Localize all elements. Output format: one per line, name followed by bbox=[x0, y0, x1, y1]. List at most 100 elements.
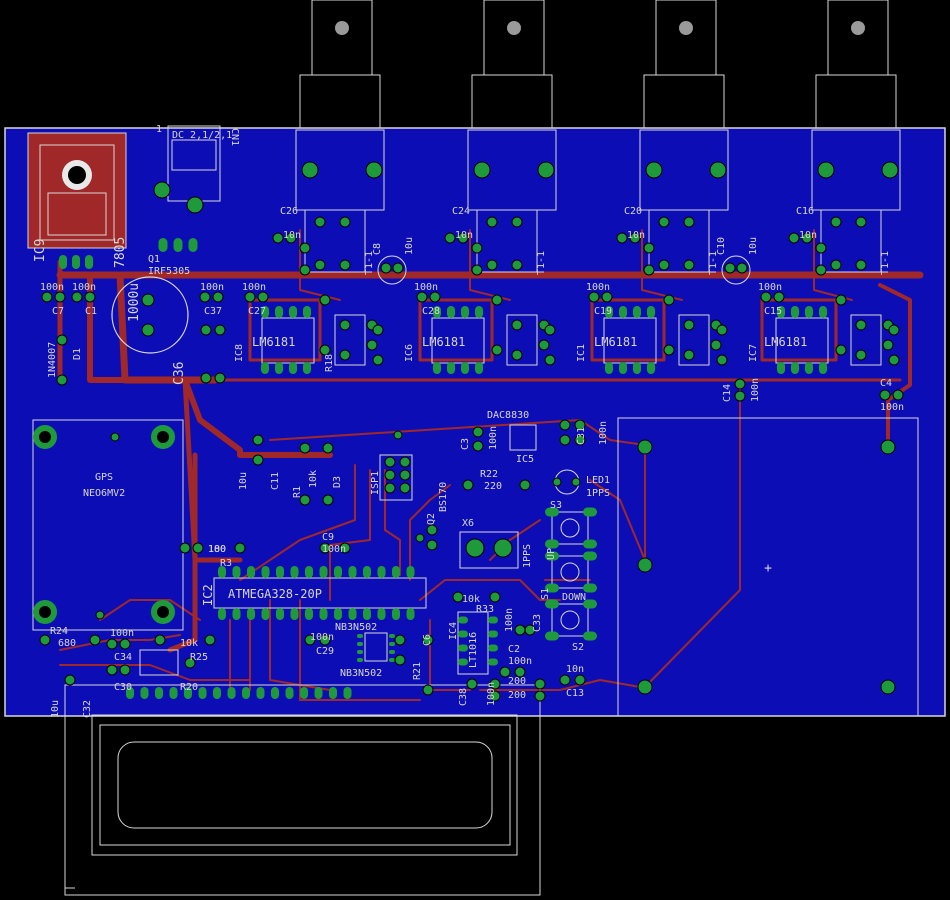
pcb-pad bbox=[56, 374, 68, 386]
label-r3v: 180 bbox=[208, 544, 226, 555]
pcb-pad bbox=[89, 634, 101, 646]
pcb-pad bbox=[643, 242, 655, 254]
pcb-pad bbox=[583, 539, 597, 549]
label-c28: C28 bbox=[422, 306, 440, 317]
pcb-pad bbox=[458, 616, 468, 624]
label-c3: C3 bbox=[460, 438, 471, 450]
pcb-pad bbox=[583, 631, 597, 641]
label-c6: C6 bbox=[422, 634, 433, 646]
pcb-pad bbox=[72, 255, 80, 269]
pcb-pad bbox=[805, 362, 813, 374]
pcb-pad bbox=[471, 242, 483, 254]
label-ic1: IC1 bbox=[576, 344, 587, 362]
pcb-pad bbox=[303, 306, 311, 318]
label-c27: C27 bbox=[248, 306, 266, 317]
label-c7: C7 bbox=[52, 306, 64, 317]
label-c13: C13 bbox=[566, 688, 584, 699]
label-up: UP bbox=[546, 548, 557, 560]
pcb-pad bbox=[835, 344, 847, 356]
pcb-pad bbox=[399, 482, 411, 494]
label-bs170: BS170 bbox=[438, 482, 449, 512]
label-c33: C33 bbox=[532, 614, 543, 632]
pcb-pad bbox=[545, 539, 559, 549]
pcb-pad bbox=[855, 259, 867, 271]
label-r33v: 10k bbox=[462, 594, 480, 605]
label-ic2: IC2 bbox=[201, 584, 215, 606]
pcb-pad bbox=[257, 291, 269, 303]
pcb-pad bbox=[791, 306, 799, 318]
pcb-pad bbox=[242, 687, 250, 699]
pcb-pad bbox=[559, 419, 571, 431]
pcb-pad bbox=[275, 306, 283, 318]
label-down: DOWN bbox=[562, 592, 586, 603]
op-amp-channels bbox=[139, 209, 882, 676]
pcb-pad bbox=[734, 378, 746, 390]
pcb-pad bbox=[252, 454, 264, 466]
pcb-pad bbox=[475, 306, 483, 318]
label-x6: X6 bbox=[462, 518, 474, 529]
label-c33v: 100n bbox=[504, 608, 515, 632]
label-s1: S1 bbox=[540, 588, 551, 600]
label-irf: IRF5305 bbox=[148, 266, 190, 277]
pcb-pad bbox=[314, 259, 326, 271]
label-d1v: 1N4007 bbox=[47, 342, 58, 378]
label-q1: Q1 bbox=[148, 254, 160, 265]
pcb-pad bbox=[389, 634, 395, 638]
pcb-pad bbox=[892, 389, 904, 401]
pcb-pad bbox=[472, 440, 484, 452]
label-lm2: LM6181 bbox=[422, 335, 465, 349]
pcb-pad bbox=[247, 608, 255, 620]
label-c14v: 100n bbox=[750, 378, 761, 402]
pcb-pad bbox=[198, 687, 207, 699]
pcb-pad bbox=[489, 690, 501, 702]
label-c15: C15 bbox=[764, 306, 782, 317]
pcb-pad bbox=[406, 566, 415, 578]
pcb-pad bbox=[491, 344, 503, 356]
label-r3: R3 bbox=[220, 558, 232, 569]
pcb-pad bbox=[663, 344, 675, 356]
silkscreen-labels: IC9 7805 DC 2,1/2,1 CN1 1 Q1 IRF5305 C36… bbox=[33, 124, 904, 718]
pcb-pad bbox=[110, 432, 120, 442]
pcb-pad bbox=[261, 362, 269, 374]
pcb-pad bbox=[544, 324, 556, 336]
pcb-pad bbox=[214, 324, 226, 336]
label-ic4: IC4 bbox=[448, 622, 459, 640]
pcb-pad bbox=[357, 650, 363, 654]
label-c2: C2 bbox=[508, 644, 520, 655]
label-gps: GPS bbox=[95, 472, 113, 483]
label-r18: R18 bbox=[324, 354, 335, 372]
pcb-pad bbox=[188, 238, 198, 252]
label-c8: C8 bbox=[372, 243, 383, 255]
pcb-pad bbox=[380, 262, 392, 274]
pcb-pad bbox=[788, 232, 800, 244]
label-d1: D1 bbox=[72, 348, 83, 360]
svg-text:+: + bbox=[764, 561, 772, 576]
label-r22: R22 bbox=[480, 469, 498, 480]
label-r25: R25 bbox=[190, 652, 208, 663]
label-r100: 100 bbox=[208, 544, 226, 555]
gps-module bbox=[32, 419, 184, 631]
nb3n502-chip bbox=[364, 632, 388, 662]
pcb-pad bbox=[462, 479, 474, 491]
label-c15v: 100n bbox=[758, 282, 782, 293]
pcb-pad bbox=[319, 294, 331, 306]
pcb-pad bbox=[514, 666, 526, 678]
label-c10v: 10u bbox=[748, 237, 759, 255]
pcb-pad bbox=[363, 566, 371, 578]
pcb-pad bbox=[272, 232, 284, 244]
label-lt: LT1016 bbox=[468, 632, 479, 668]
pcb-pad bbox=[158, 238, 168, 252]
pcb-pad bbox=[200, 372, 212, 384]
pcb-pad bbox=[141, 293, 155, 307]
pcb-pad bbox=[519, 479, 531, 491]
label-c11: C11 bbox=[270, 472, 281, 490]
label-nb2: NB3N502 bbox=[340, 668, 382, 679]
pcb-pad bbox=[489, 591, 501, 603]
label-c2v: 100n bbox=[508, 656, 532, 667]
pcb-pad bbox=[724, 262, 736, 274]
label-r21: R21 bbox=[412, 662, 423, 680]
label-c29v: 100n bbox=[310, 632, 334, 643]
pcb-pad bbox=[322, 442, 334, 454]
pcb-pad bbox=[200, 324, 212, 336]
pcb-pad bbox=[716, 354, 728, 366]
